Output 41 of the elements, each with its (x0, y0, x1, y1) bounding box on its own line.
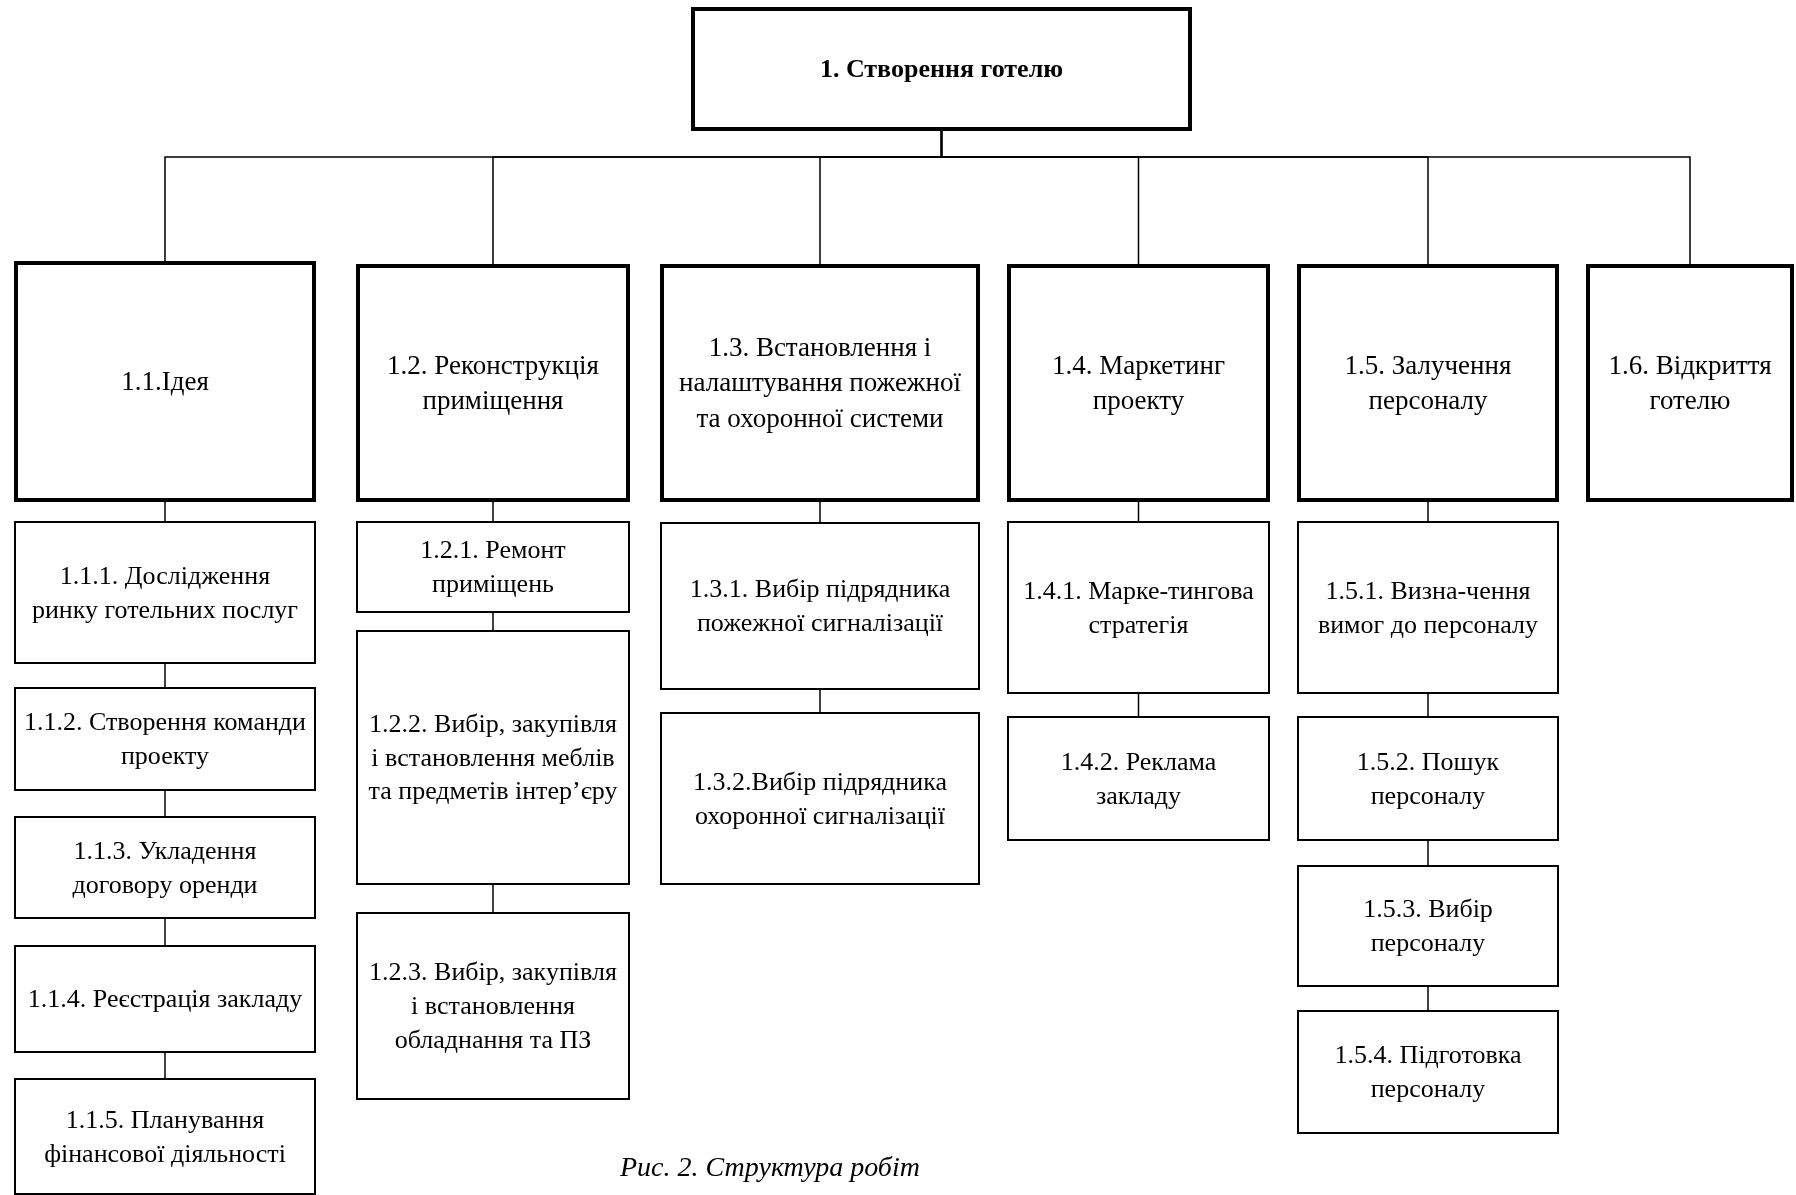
connector-line (164, 1052, 166, 1079)
connector-line (819, 501, 821, 523)
connector-line (492, 884, 494, 913)
task-box: 1.1.2. Створення команди проекту (14, 687, 316, 791)
connector-line (940, 130, 1691, 265)
connector-line (1427, 501, 1429, 522)
connector-line (164, 501, 166, 522)
task-box: 1.3.1. Вибір підрядника пожежної сигналізації (660, 522, 980, 690)
task-box: 1.2.3. Вибір, закупівля і встановлення обладнання та ПЗ (356, 912, 630, 1100)
connector-line (1427, 986, 1429, 1011)
phase-box: 1.6. Відкриття готелю (1586, 264, 1794, 502)
connector-line (164, 918, 166, 946)
task-box: 1.1.3. Укладення договору оренди (14, 816, 316, 919)
connector-line (164, 663, 166, 688)
connector-line (492, 501, 494, 522)
task-box: 1.1.4. Реєстрація закладу (14, 945, 316, 1053)
phase-box: 1.2. Реконструкція приміщення (356, 264, 630, 502)
task-box: 1.1.1. Дослідження ринку готельних послуг (14, 521, 316, 664)
task-box: 1.1.5. Планування фінансової діяльності (14, 1078, 316, 1195)
connector-line (1427, 693, 1429, 717)
connector-line (1137, 693, 1140, 717)
connector-line (1137, 501, 1140, 522)
root-box: 1. Створення готелю (691, 7, 1192, 131)
phase-box: 1.3. Встановлення і налаштування пожежної та охоронної системи (660, 264, 980, 502)
connector-line (164, 790, 166, 817)
task-box: 1.4.1. Марке-тингова стратегія (1007, 521, 1270, 694)
connector-line (492, 612, 494, 631)
task-box: 1.4.2. Реклама закладу (1007, 716, 1270, 841)
task-box: 1.5.1. Визна-чення вимог до персоналу (1297, 521, 1559, 694)
phase-box: 1.5. Залучення персоналу (1297, 264, 1559, 502)
phase-box: 1.4. Маркетинг проекту (1007, 264, 1270, 502)
connector-line (1427, 840, 1429, 866)
phase-box: 1.1.Ідея (14, 261, 316, 502)
task-box: 1.3.2.Вибір підрядника охоронної сигналізації (660, 712, 980, 885)
connector-line (819, 689, 821, 713)
task-box: 1.2.2. Вибір, закупівля і встановлення меблів та предметів інтер’єру (356, 630, 630, 885)
task-box: 1.2.1. Ремонт приміщень (356, 521, 630, 613)
task-box: 1.5.3. Вибір персоналу (1297, 865, 1559, 987)
figure-caption: Рис. 2. Структура робіт (620, 1150, 920, 1184)
task-box: 1.5.2. Пошук персоналу (1297, 716, 1559, 841)
task-box: 1.5.4. Підготовка персоналу (1297, 1010, 1559, 1134)
